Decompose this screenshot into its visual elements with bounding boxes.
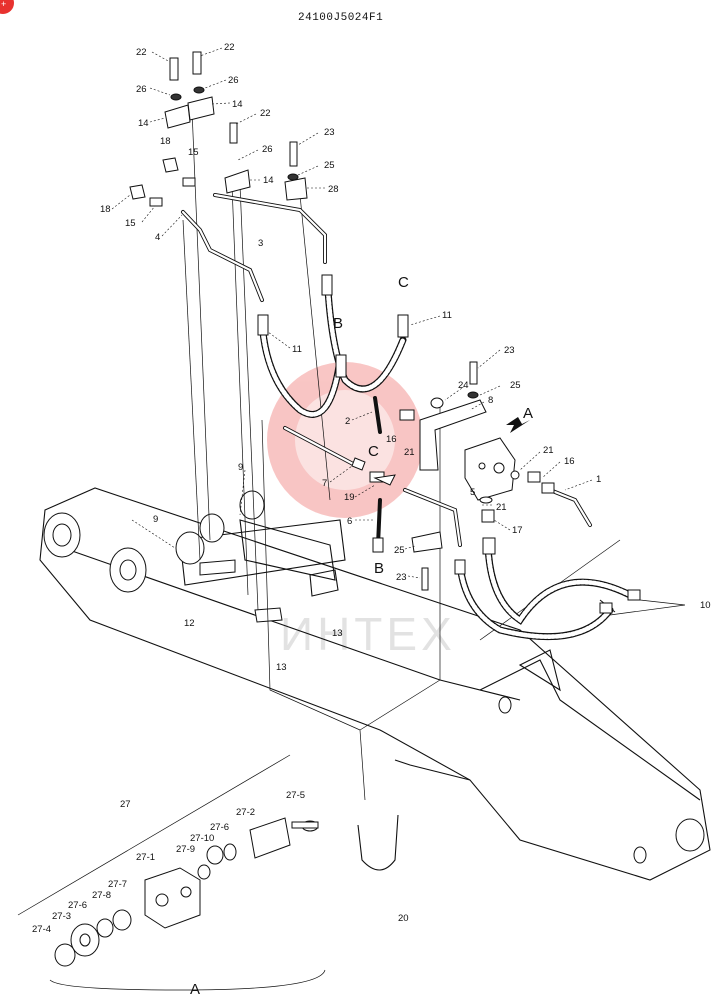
- label-12: 12: [184, 618, 195, 629]
- label-27-1: 27-1: [136, 852, 155, 863]
- leader-lines: [111, 47, 593, 579]
- label-25a: 25: [324, 160, 335, 171]
- label-25b: 25: [510, 380, 521, 391]
- section-label-c-mid: C: [368, 443, 379, 460]
- cylinder-assembly: [175, 490, 346, 623]
- label-8: 8: [488, 395, 493, 406]
- label-19: 19: [344, 492, 355, 503]
- label-26a: 26: [136, 84, 147, 95]
- detail-a-frame: [17, 754, 326, 991]
- part-labels: 22 22 26 26 14 14 22 18 15 26 23 25 14 2…: [32, 42, 711, 998]
- label-17: 17: [512, 525, 523, 536]
- corner-badge-mark: +: [1, 0, 7, 9]
- label-4: 4: [155, 232, 160, 243]
- label-11b: 11: [292, 344, 302, 355]
- label-27-5: 27-5: [286, 790, 305, 801]
- label-27-6b: 27-6: [68, 900, 87, 911]
- label-16a: 16: [386, 434, 397, 445]
- label-13a: 13: [332, 628, 343, 639]
- view-arrow-a: [506, 417, 530, 433]
- label-22b: 22: [224, 42, 235, 53]
- label-14a: 14: [138, 118, 149, 129]
- label-22a: 22: [136, 47, 147, 58]
- label-3: 3: [258, 238, 263, 249]
- label-21b: 21: [543, 445, 554, 456]
- label-22c: 22: [260, 108, 271, 119]
- label-16b: 16: [564, 456, 575, 467]
- label-26c: 26: [262, 144, 273, 155]
- label-24: 24: [458, 380, 469, 391]
- label-27-7: 27-7: [108, 879, 127, 890]
- label-2: 2: [345, 416, 350, 427]
- section-label-a-arrow: A: [523, 405, 533, 422]
- label-14c: 14: [263, 175, 274, 186]
- fittings: [129, 51, 641, 614]
- label-9a: 9: [238, 462, 243, 473]
- section-label-b-bottom: B: [374, 560, 384, 577]
- section-label-b-top: B: [333, 315, 343, 332]
- label-28: 28: [328, 184, 339, 195]
- label-18a: 18: [160, 136, 171, 147]
- label-13b: 13: [276, 662, 287, 673]
- pipes: [181, 193, 592, 547]
- label-25c: 25: [394, 545, 405, 556]
- label-23b: 23: [504, 345, 515, 356]
- label-10: 10: [700, 600, 711, 611]
- label-27-3: 27-3: [52, 911, 71, 922]
- label-27: 27: [120, 799, 131, 810]
- label-23c: 23: [396, 572, 407, 583]
- section-label-c-top: C: [398, 274, 409, 291]
- label-14b: 14: [232, 99, 243, 110]
- label-27-8: 27-8: [92, 890, 111, 901]
- boom-arm: [39, 487, 711, 881]
- corner-badge: +: [0, 0, 14, 14]
- label-9b: 9: [153, 514, 158, 525]
- label-1: 1: [596, 474, 601, 485]
- label-20: 20: [398, 913, 409, 924]
- label-27-4: 27-4: [32, 924, 51, 935]
- label-11a: 11: [442, 310, 452, 321]
- section-label-a-detail: A: [190, 981, 200, 998]
- label-27-2: 27-2: [236, 807, 255, 818]
- label-27-6a: 27-6: [210, 822, 229, 833]
- label-21a: 21: [404, 447, 415, 458]
- label-15a: 15: [188, 147, 199, 158]
- label-27-10: 27-10: [190, 833, 214, 844]
- label-18b: 18: [100, 204, 111, 215]
- label-6: 6: [347, 516, 352, 527]
- hoses: [258, 286, 686, 641]
- label-26b: 26: [228, 75, 239, 86]
- label-21c: 21: [496, 502, 507, 513]
- label-15b: 15: [125, 218, 136, 229]
- label-5: 5: [470, 487, 475, 498]
- watermark-text: ИНТЕХ: [280, 608, 456, 660]
- label-27-9: 27-9: [176, 844, 195, 855]
- label-23a: 23: [324, 127, 335, 138]
- u-bolt: [357, 814, 399, 871]
- document-code: 24100J5024F1: [298, 12, 384, 24]
- label-7: 7: [322, 478, 327, 489]
